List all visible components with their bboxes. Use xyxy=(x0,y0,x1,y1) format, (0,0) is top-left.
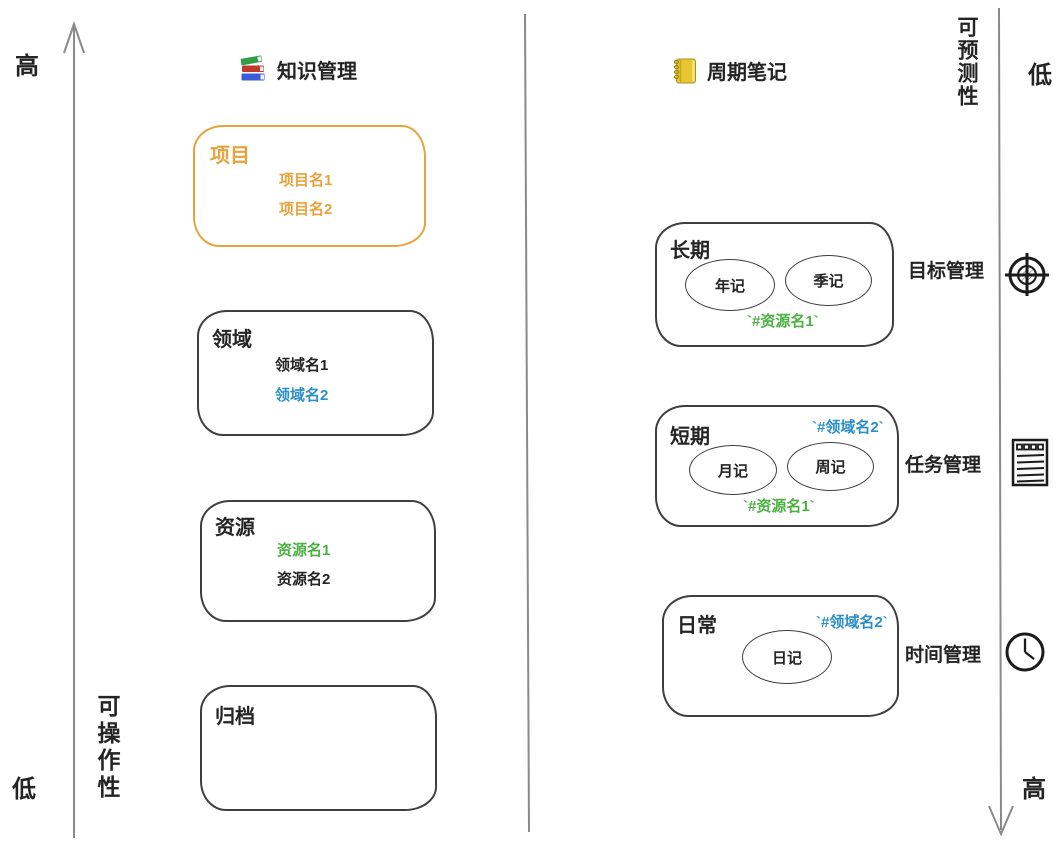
resource-item-2: 资源名2 xyxy=(277,571,331,588)
short-term-resource-tag: `#资源名1` xyxy=(743,498,815,515)
weekly-note-ellipse: 周记 xyxy=(787,442,874,491)
monthly-note-ellipse: 月记 xyxy=(689,445,777,495)
left-axis-arrowhead xyxy=(63,20,85,54)
periodic-section-title-text: 周期笔记 xyxy=(707,62,787,84)
project-item-1: 项目名1 xyxy=(279,172,333,189)
task-management-label: 任务管理 xyxy=(905,455,982,476)
long-term-resource-tag: `#资源名1` xyxy=(747,313,819,330)
resource-box-label: 资源 xyxy=(215,517,255,539)
resource-item-1: 资源名1 xyxy=(277,542,331,559)
project-box-label: 项目 xyxy=(210,145,250,167)
daily-box-label: 日常 xyxy=(677,615,717,637)
project-item-2: 项目名2 xyxy=(279,201,333,218)
yearly-note-ellipse: 年记 xyxy=(685,259,775,311)
project-box: 项目 项目名1 项目名2 xyxy=(193,125,426,247)
area-item-2: 领域名2 xyxy=(275,387,329,404)
archive-box: 归档 xyxy=(200,685,437,811)
resource-box: 资源 资源名1 资源名2 xyxy=(200,500,436,622)
goal-management-label: 目标管理 xyxy=(908,261,985,282)
daily-box: 日常 `#领域名2` 日记 xyxy=(662,595,899,717)
notepad-icon xyxy=(1011,438,1049,487)
right-axis-line xyxy=(998,7,1002,831)
right-axis-title: 可预测性 xyxy=(955,16,978,108)
quarterly-note-ellipse: 季记 xyxy=(785,255,872,306)
diary-note-ellipse: 日记 xyxy=(742,630,832,684)
right-axis-bottom-label: 高 xyxy=(1022,776,1046,803)
short-term-area-tag: `#领域名2` xyxy=(812,419,884,436)
left-axis-top-label: 高 xyxy=(15,53,39,80)
daily-area-tag: `#领域名2` xyxy=(816,614,888,631)
time-management-label: 时间管理 xyxy=(905,645,982,666)
periodic-section-title: 周期笔记 xyxy=(672,56,787,85)
long-term-box: 长期 年记 季记 `#资源名1` xyxy=(655,222,894,347)
notebook-icon xyxy=(673,58,696,83)
short-term-box-label: 短期 xyxy=(670,426,710,448)
area-item-1: 领域名1 xyxy=(275,357,329,374)
books-icon xyxy=(240,55,265,81)
left-axis-title: 可操作性 xyxy=(94,694,120,802)
knowledge-section-title-text: 知识管理 xyxy=(277,60,357,83)
right-axis-arrowhead xyxy=(988,805,1014,837)
middle-divider-line xyxy=(524,13,530,833)
right-axis-top-label: 低 xyxy=(1028,62,1052,89)
long-term-box-label: 长期 xyxy=(670,240,710,262)
area-box-label: 领域 xyxy=(212,329,252,351)
short-term-box: 短期 `#领域名2` 月记 周记 `#资源名1` xyxy=(655,405,899,527)
knowledge-section-title: 知识管理 xyxy=(238,54,357,84)
target-icon xyxy=(1005,253,1049,296)
left-axis-bottom-label: 低 xyxy=(12,776,36,803)
area-box: 领域 领域名1 领域名2 xyxy=(197,310,434,436)
archive-box-label: 归档 xyxy=(215,706,255,728)
clock-icon xyxy=(1005,632,1045,672)
